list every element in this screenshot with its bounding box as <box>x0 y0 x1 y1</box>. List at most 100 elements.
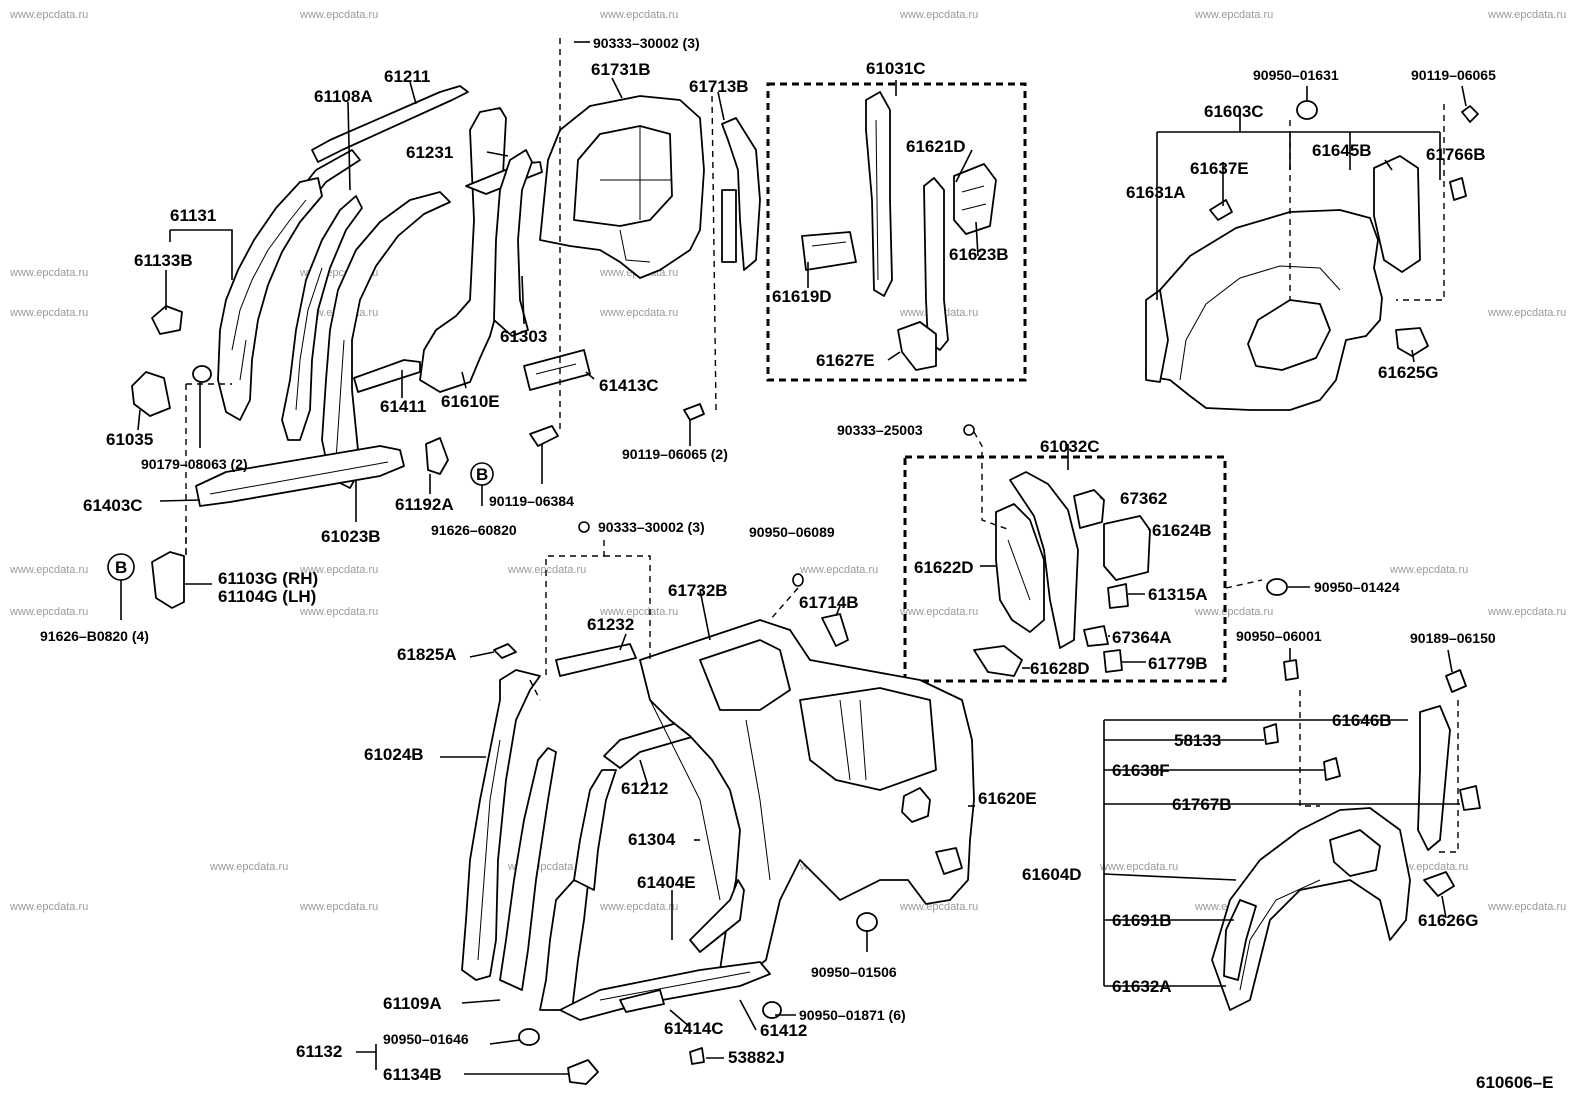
label-61638f: 61638F <box>1112 761 1170 780</box>
bracket-61035 <box>131 371 171 417</box>
reinf-61646b <box>1417 705 1451 851</box>
label-61104g: 61104G (LH) <box>218 587 316 606</box>
pillar-61031c <box>865 91 893 297</box>
plug-90950-01631 <box>1296 100 1318 120</box>
watermark: www.epcdata.ru <box>1487 606 1566 618</box>
label-61603c: 61603C <box>1204 102 1264 121</box>
bracket-61766b <box>1449 177 1467 201</box>
part-labels: 61211 61108A 61731B 61713B 90333–30002 (… <box>40 35 1496 1084</box>
label-61231: 61231 <box>406 143 453 162</box>
label-61413c: 61413C <box>599 376 659 395</box>
label-61411: 61411 <box>380 397 426 416</box>
watermark: www.epcdata.ru <box>9 267 88 279</box>
pad-61825a <box>493 643 517 659</box>
upper-quarter-window <box>573 125 673 227</box>
watermark: www.epcdata.ru <box>299 564 378 576</box>
plug-90950-01424 <box>1266 578 1288 596</box>
clip-58133 <box>1263 723 1279 745</box>
watermark: www.epcdata.ru <box>799 564 878 576</box>
label-61713b: 61713B <box>689 77 749 96</box>
label-61622d: 61622D <box>914 558 974 577</box>
bracket-61624b <box>1103 515 1151 581</box>
label-61623b: 61623B <box>949 245 1009 264</box>
label-61732b: 61732B <box>668 581 728 600</box>
label-61621d: 61621D <box>906 137 966 156</box>
label-61628d: 61628D <box>1030 659 1090 678</box>
watermark: www.epcdata.ru <box>9 9 88 21</box>
label-61133b: 61133B <box>134 251 193 270</box>
label-61632a: 61632A <box>1112 977 1172 996</box>
upper-left-body-panels: B B <box>107 85 761 609</box>
pillar-61303 <box>493 149 533 337</box>
bracket-61192a <box>425 437 449 475</box>
watermark: www.epcdata.ru <box>599 9 678 21</box>
center-pillar-61024b <box>461 669 541 981</box>
pillar-61109a <box>499 747 557 991</box>
bracket-61628d <box>973 645 1023 677</box>
label-61779b: 61779B <box>1148 654 1208 673</box>
label-90950-01871: 90950–01871 (6) <box>799 1007 906 1023</box>
quarter-lower-bracket <box>935 847 963 875</box>
watermark: www.epcdata.ru <box>209 861 288 873</box>
callout-b-letter: B <box>115 558 127 577</box>
label-61691b: 61691B <box>1112 911 1172 930</box>
label-90950-06089: 90950–06089 <box>749 524 835 540</box>
label-61412: 61412 <box>760 1021 807 1040</box>
bolt-90119-06384 <box>529 425 559 447</box>
group-61031c-parts <box>801 80 997 371</box>
clip-90189-06150 <box>1445 669 1467 693</box>
label-61610e: 61610E <box>441 392 500 411</box>
ring-90333-25003 <box>963 424 975 436</box>
label-61645b: 61645B <box>1312 141 1372 160</box>
label-61626g: 61626G <box>1418 911 1479 930</box>
front-pillar-61131 <box>217 177 323 421</box>
panel-61404e <box>689 879 745 953</box>
label-53882j: 53882J <box>728 1048 785 1067</box>
label-61211: 61211 <box>384 67 430 86</box>
watermark: www.epcdata.ru <box>1194 606 1273 618</box>
watermark: www.epcdata.ru <box>299 9 378 21</box>
reinf-61645b <box>1373 155 1421 273</box>
rocker-61403c <box>195 445 405 507</box>
strip-61713b-lower <box>721 189 737 263</box>
label-90950-01506: 90950–01506 <box>811 964 897 980</box>
plug-90950-01646 <box>518 1028 540 1046</box>
watermark: www.epcdata.ru <box>1487 307 1566 319</box>
label-61192a: 61192A <box>395 495 454 514</box>
wheelhouse-inner <box>1247 299 1331 371</box>
bracket-61779b <box>1103 649 1123 673</box>
bracket-61414c <box>619 989 665 1013</box>
label-61604d: 61604D <box>1022 865 1082 884</box>
grommet-90179-08063 <box>192 365 212 383</box>
label-90119-06384: 90119–06384 <box>489 493 574 509</box>
wheelhouse-inner-lower <box>1329 829 1381 877</box>
watermark: www.epcdata.ru <box>899 9 978 21</box>
reinf-61621d <box>923 177 949 351</box>
bolt-90119-06065 <box>1461 105 1479 123</box>
watermark: www.epcdata.ru <box>1099 861 1178 873</box>
label-61024b: 61024B <box>364 745 424 764</box>
watermark: www.epcdata.ru <box>1487 9 1566 21</box>
label-90179-08063: 90179–08063 (2) <box>141 456 248 472</box>
watermark: www.epcdata.ru <box>599 901 678 913</box>
watermark: www.epcdata.ru <box>299 606 378 618</box>
label-61714b: 61714B <box>799 593 859 612</box>
label-61620e: 61620E <box>978 789 1037 808</box>
clip-61637e <box>1209 199 1233 221</box>
strip-61713b <box>721 117 761 271</box>
clip-61638f <box>1323 757 1341 781</box>
watermark: www.epcdata.ru <box>599 307 678 319</box>
hinge-61103g <box>151 551 185 609</box>
watermark: www.epcdata.ru <box>599 606 678 618</box>
bracket-67364a <box>1083 625 1109 647</box>
wheelhouse-outer-61603c <box>1145 209 1383 411</box>
label-90119-06065-2: 90119–06065 (2) <box>622 446 728 462</box>
diagram-code: 610606–E <box>1476 1073 1554 1092</box>
roof-rail-61211 <box>311 85 469 163</box>
label-61103g: 61103G (RH) <box>218 569 318 588</box>
label-90333-30002-mid: 90333–30002 (3) <box>598 519 705 535</box>
label-90950-01631: 90950–01631 <box>1253 67 1339 83</box>
label-67364a: 67364A <box>1112 628 1172 647</box>
group-box-61032c <box>903 455 1227 683</box>
